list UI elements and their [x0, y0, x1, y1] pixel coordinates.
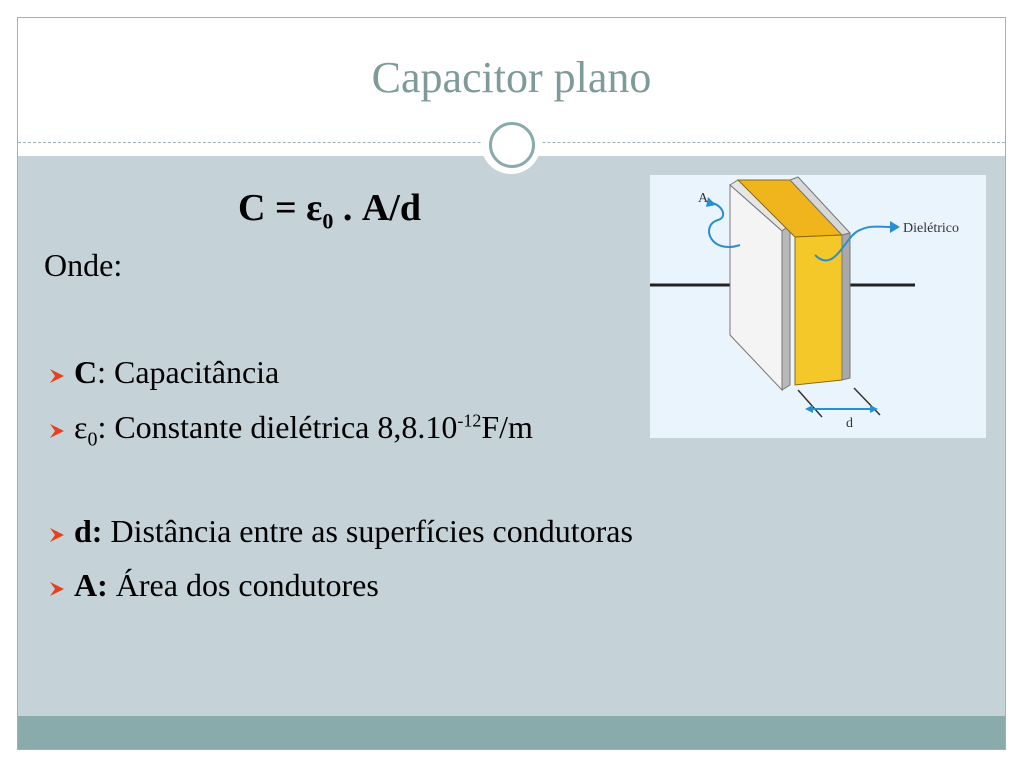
- d-guide-left: [797, 389, 823, 418]
- area-arrow-icon: [708, 202, 741, 248]
- slide-title: Capacitor plano: [371, 53, 652, 102]
- label-dieletrico: Dielétrico: [903, 221, 959, 236]
- ring-ornament-icon: [481, 114, 541, 174]
- d-guide-right: [853, 387, 881, 416]
- capacitor-illustration: A Dielétrico d: [650, 176, 959, 431]
- left-plate-edge: [781, 224, 791, 391]
- ring-inner: [489, 122, 535, 168]
- bullet-symbol-sub: 0: [87, 428, 98, 451]
- bullet-unit: F/m: [481, 409, 533, 445]
- bullet-arrow-icon: [50, 423, 64, 438]
- bullet-arrow-icon: [50, 581, 64, 596]
- bullet-arrow-icon: [50, 368, 64, 383]
- formula-lhs: C = ε: [238, 187, 323, 229]
- area-arrowhead: [706, 197, 716, 207]
- bullet-term: C: [74, 354, 98, 390]
- bullet-term: d:: [74, 513, 103, 549]
- formula-subscript: 0: [322, 208, 334, 234]
- bullet-area: A: Área dos condutores: [48, 567, 379, 604]
- capacitance-formula: C = ε0 . A/d: [238, 186, 421, 235]
- bullet-symbol: ε: [74, 409, 88, 445]
- bullet-desc: Área dos condutores: [107, 567, 379, 603]
- bullet-arrow-icon: [50, 527, 64, 542]
- bullet-capacitancia: C: Capacitância: [48, 354, 279, 391]
- bullet-desc: : Constante dielétrica 8,8.10: [97, 409, 458, 445]
- onde-label: Onde:: [44, 247, 123, 283]
- bullet-distancia: d: Distância entre as superfícies condut…: [48, 513, 633, 550]
- dielectric-arrow-icon: [814, 225, 891, 262]
- label-d: d: [846, 416, 853, 431]
- bullet-desc: : Capacitância: [97, 354, 280, 390]
- capacitor-diagram: A Dielétrico d: [650, 175, 986, 438]
- dielectric-arrowhead: [890, 221, 900, 233]
- d-arrowhead-left: [805, 405, 813, 413]
- label-a: A: [698, 191, 709, 206]
- d-arrowhead-right: [870, 405, 878, 413]
- bullet-term: A:: [74, 567, 108, 603]
- bullet-desc: Distância entre as superfícies condutora…: [102, 513, 633, 549]
- bullet-exponent: -12: [457, 410, 482, 431]
- bullet-constante: ε0: Constante dielétrica 8,8.10-12F/m: [48, 409, 533, 451]
- footer-bar: [18, 716, 1005, 749]
- right-plate-edge: [841, 232, 851, 381]
- formula-rhs: . A/d: [333, 187, 421, 229]
